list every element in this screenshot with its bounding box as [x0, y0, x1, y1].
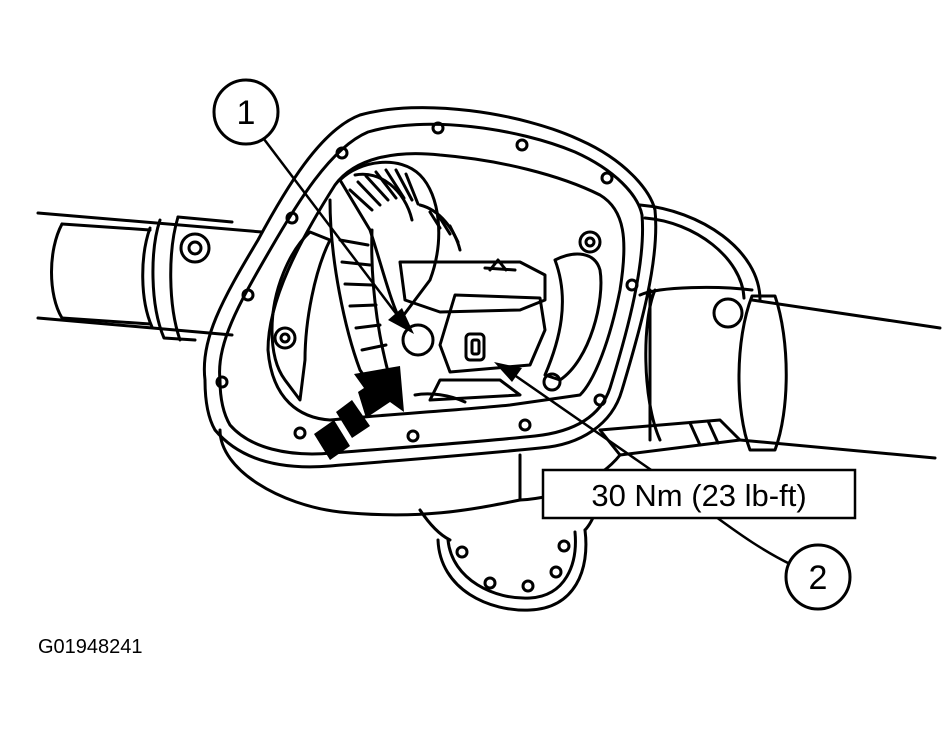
callout-2-leader — [494, 362, 818, 577]
svg-text:1: 1 — [237, 94, 256, 132]
callout-1-leader — [247, 117, 414, 334]
fill-plug-hole — [401, 323, 435, 357]
pinion-shaft-lock-bolt — [464, 332, 486, 362]
callout-2: 2 — [784, 543, 852, 611]
left-bearing-cap — [270, 230, 332, 402]
direction-arrow — [314, 366, 404, 460]
left-axle-tube — [36, 211, 264, 342]
torque-spec-box: 30 Nm (23 lb-ft) — [541, 468, 857, 520]
right-bearing-cap — [542, 230, 603, 392]
differential-case — [398, 258, 547, 404]
figure-id: G01948241 — [38, 636, 143, 658]
ring-gear — [328, 160, 462, 402]
svg-text:2: 2 — [809, 559, 828, 597]
torque-spec-label: 30 Nm (23 lb-ft) — [591, 478, 806, 513]
right-axle-tube — [598, 203, 942, 460]
callout-1: 1 — [212, 78, 280, 146]
